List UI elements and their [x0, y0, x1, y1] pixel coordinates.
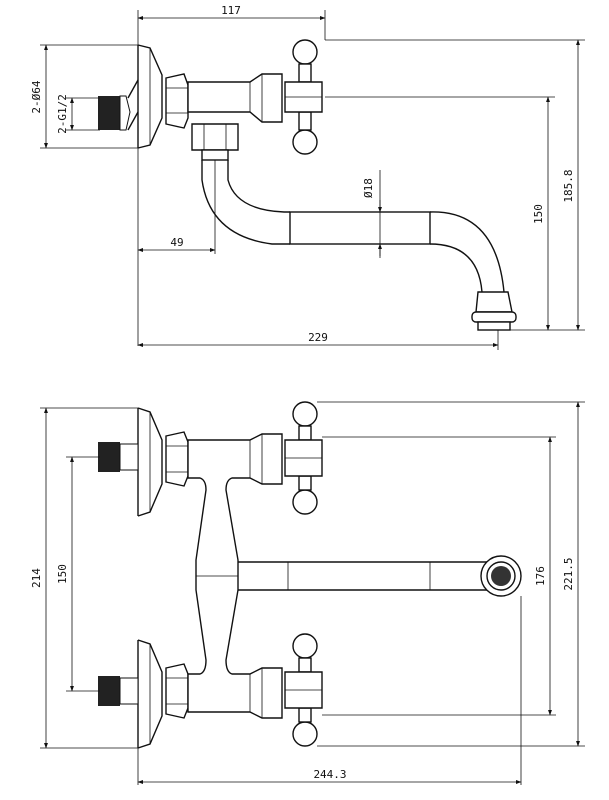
dim-49-label: 49	[170, 236, 183, 249]
wall-flange	[137, 44, 163, 149]
dim-thread-label: 2-G1/2	[56, 94, 69, 134]
upper-cross-handle	[284, 401, 323, 515]
lower-thread-connector	[98, 676, 139, 706]
dim-185-8-label: 185.8	[562, 169, 575, 202]
dim-150-label: 150	[532, 204, 545, 224]
lower-wall-flange	[137, 639, 163, 749]
lower-cross-handle	[284, 633, 323, 747]
spout-swivel-nut	[191, 123, 239, 161]
upper-wall-flange	[137, 407, 163, 517]
upper-thread-connector	[98, 442, 139, 472]
dim-214-label: 214	[30, 568, 43, 588]
dim-244-3-label: 244.3	[313, 768, 346, 781]
dim-176-label: 176	[534, 566, 547, 586]
thread-connector	[98, 79, 139, 131]
front-spout	[238, 555, 522, 597]
dim-221-5-label: 221.5	[562, 557, 575, 590]
bridge-body	[187, 433, 283, 719]
lower-hex-nut	[165, 663, 189, 719]
dim-pipe-diameter-label: Ø18	[362, 178, 375, 198]
spout-pipe	[201, 160, 517, 331]
dim-flange-diameter-label: 2-Ø64	[30, 80, 43, 113]
dim-150-spacing-label: 150	[56, 564, 69, 584]
dim-229-label: 229	[308, 331, 328, 344]
hex-nut	[165, 73, 189, 129]
dim-117-label: 117	[221, 4, 241, 17]
upper-hex-nut	[165, 431, 189, 487]
front-elevation-view: 214 150 176 221.5 244.3	[30, 401, 585, 785]
cross-handle	[284, 39, 323, 155]
mixer-body	[187, 73, 283, 123]
side-elevation-view: 117 2-Ø64 2-G1/2 Ø18 49 150 185.8 229	[30, 4, 585, 350]
